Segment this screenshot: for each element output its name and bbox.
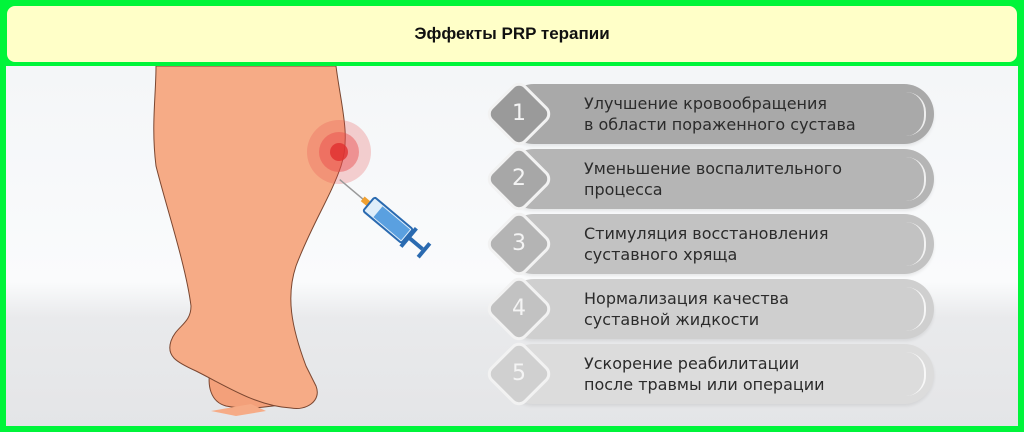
page-title: Эффекты PRP терапии [414, 24, 610, 43]
effect-pill [504, 344, 934, 404]
syringe-icon [339, 179, 432, 259]
title-banner: Эффекты PRP терапии [7, 6, 1017, 62]
effect-number: 3 [512, 231, 526, 256]
legs-illustration [153, 66, 432, 416]
front-leg [153, 66, 346, 416]
effect-pill [504, 84, 934, 144]
effect-number: 4 [512, 296, 526, 321]
pain-spot-icon [307, 120, 371, 184]
effect-pill [504, 149, 934, 209]
effect-number: 1 [512, 101, 526, 126]
effect-number: 5 [512, 361, 526, 386]
effect-pill [504, 279, 934, 339]
effect-pill [504, 214, 934, 274]
effect-number: 2 [512, 166, 526, 191]
